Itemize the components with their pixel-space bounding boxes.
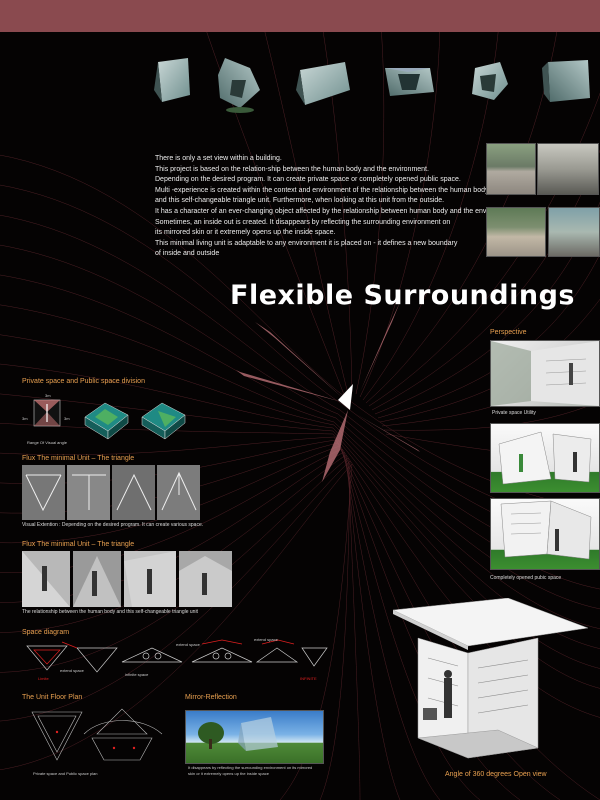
- intro-text: There is only a set view within a buildi…: [155, 154, 516, 260]
- unit-render-6: [542, 60, 590, 102]
- space-diagram-sketches: [26, 639, 328, 673]
- intro-line: of inside and outside: [155, 250, 220, 258]
- space-label-limite: Limite: [38, 676, 49, 681]
- floor-plan-caption: Private space and Public space plan: [33, 771, 98, 776]
- site-photo-2: [537, 143, 599, 195]
- flux-caption-2: The relationship between the human body …: [22, 609, 198, 615]
- site-photo-1: [486, 143, 536, 195]
- flux-body-photos: [22, 551, 232, 607]
- dim-top: 3m: [45, 393, 51, 398]
- intro-line: It has a character of an ever-changing o…: [155, 207, 516, 215]
- space-label-2: extend space: [254, 637, 278, 642]
- perspective-caption-1: Private space Utility: [492, 410, 536, 416]
- visual-angle-caption: Range Of Visual angle: [27, 440, 67, 445]
- intro-line: Multi -experience is created within the …: [155, 186, 489, 194]
- space-label-infinite: INFINITE: [300, 676, 317, 681]
- unit-render-1: [154, 58, 190, 102]
- space-diagram-heading: Space diagram: [22, 629, 70, 636]
- flux-triangle-photos: [22, 465, 200, 520]
- dim-right: 3m: [64, 416, 70, 421]
- perspective-render-2: [490, 423, 600, 493]
- mirror-caption-2: skin or it extremely opens up the inside…: [188, 771, 269, 776]
- mirror-reflection-photo: [185, 710, 324, 764]
- intro-line: This minimal living unit is adaptable to…: [155, 239, 458, 247]
- intro-line: and this self-changeable triangle unit. …: [155, 197, 445, 205]
- mirror-heading: Mirror-Reflection: [185, 694, 237, 701]
- open-view-caption: Angle of 360 degrees Open view: [445, 771, 547, 778]
- center-triangle-icon: [338, 384, 353, 410]
- space-label-4: infinite space: [125, 672, 149, 677]
- perspective-caption-2: Completely opened pubic space: [490, 575, 562, 581]
- open-view-render: [392, 598, 589, 759]
- space-label-3: extend space: [60, 668, 84, 673]
- intro-line: its mirrored skin or it extremely opens …: [155, 229, 336, 237]
- flux-caption-1: Visual Extention : Depending on the desi…: [22, 522, 204, 528]
- floor-plan-drawing: [31, 708, 163, 761]
- mirror-caption-1: It disappears by reflecting the surround…: [188, 765, 313, 770]
- page-title: Flexible Surroundings: [230, 280, 575, 311]
- visual-angle-diagram: [22, 392, 82, 442]
- perspective-render-1: [490, 340, 600, 407]
- unit-render-4: [385, 68, 434, 96]
- intro-line: Depending on the desired program. It can…: [155, 176, 461, 184]
- dim-left: 3m: [22, 416, 28, 421]
- site-photo-3: [486, 207, 546, 257]
- unit-render-3: [296, 62, 350, 105]
- floor-plan-heading: The Unit Floor Plan: [22, 694, 83, 701]
- flux-heading-1: Flux The minimal Unit – The triangle: [22, 455, 135, 462]
- perspective-heading: Perspective: [490, 329, 527, 336]
- private-public-heading: Private space and Public space division: [22, 378, 145, 385]
- site-photo-4: [548, 207, 600, 257]
- intro-line: There is only a set view within a buildi…: [155, 155, 282, 162]
- unit-render-strip: [154, 58, 590, 113]
- unit-render-5: [472, 62, 508, 100]
- intro-line: Sometimes, an inside out is created. It …: [155, 218, 451, 226]
- flux-heading-2: Flux The minimal Unit – The triangle: [22, 541, 135, 548]
- unit-render-2: [218, 58, 260, 113]
- perspective-render-3: [490, 498, 600, 570]
- header-bar: [0, 0, 600, 32]
- space-label-1: extend space: [176, 642, 200, 647]
- intro-line: This project is based on the relation-sh…: [155, 165, 429, 173]
- division-iso-diagrams: [84, 402, 186, 440]
